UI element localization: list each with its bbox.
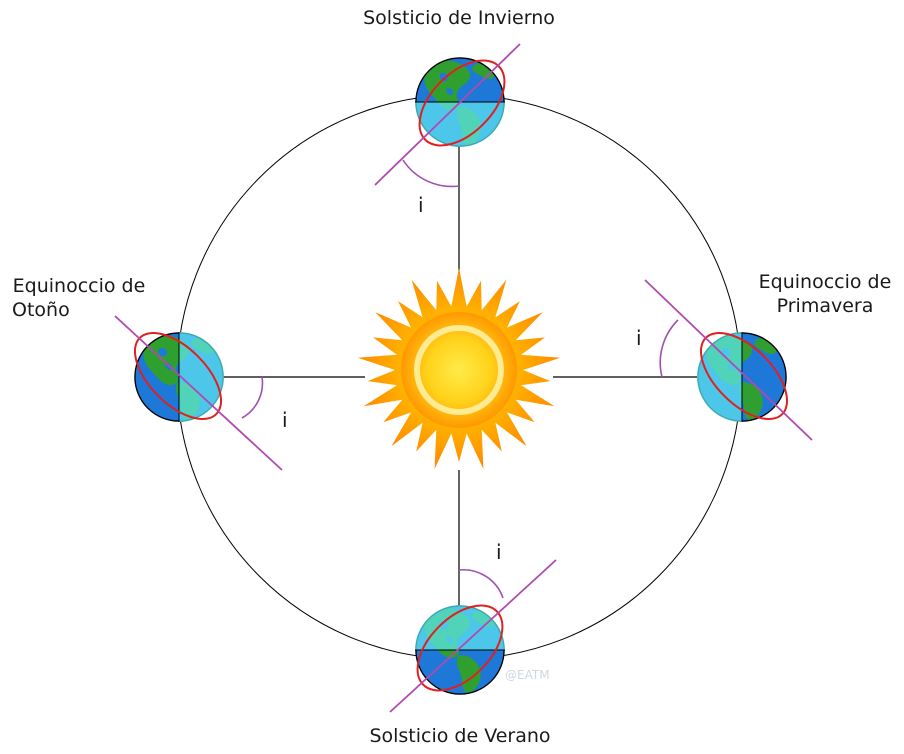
angle-label-bottom: i [496, 540, 502, 564]
earth-axis [389, 559, 557, 713]
spring-equinox-label-line2: Primavera [776, 295, 874, 317]
sun-icon [357, 268, 561, 469]
earth-summer-solstice [389, 559, 557, 713]
inclination-arc [659, 319, 679, 378]
earth-axis [114, 315, 283, 471]
earth-axis [644, 279, 813, 441]
earth-axis [374, 43, 521, 186]
earth-winter-solstice [374, 43, 521, 188]
winter-solstice-label: Solsticio de Invierno [363, 7, 555, 29]
earth-autumn-equinox [114, 315, 283, 471]
inclination-arc [402, 159, 460, 188]
watermark: @EATM [505, 668, 550, 682]
earth-spring-equinox [644, 279, 813, 441]
spring-equinox-label-line1: Equinoccio de [758, 271, 892, 293]
inclination-arc [458, 568, 504, 599]
angle-label-right: i [636, 326, 642, 350]
inclination-arc [241, 376, 264, 419]
autumn-equinox-label-line1: Equinoccio de [12, 275, 146, 297]
autumn-equinox-label: Equinoccio de Otoño [4, 274, 154, 322]
angle-label-top: i [418, 193, 424, 217]
autumn-equinox-label-line2: Otoño [12, 299, 70, 321]
angle-label-left: i [282, 408, 288, 432]
spring-equinox-label: Equinoccio de Primavera [750, 270, 900, 318]
summer-solstice-label: Solsticio de Verano [369, 725, 551, 747]
